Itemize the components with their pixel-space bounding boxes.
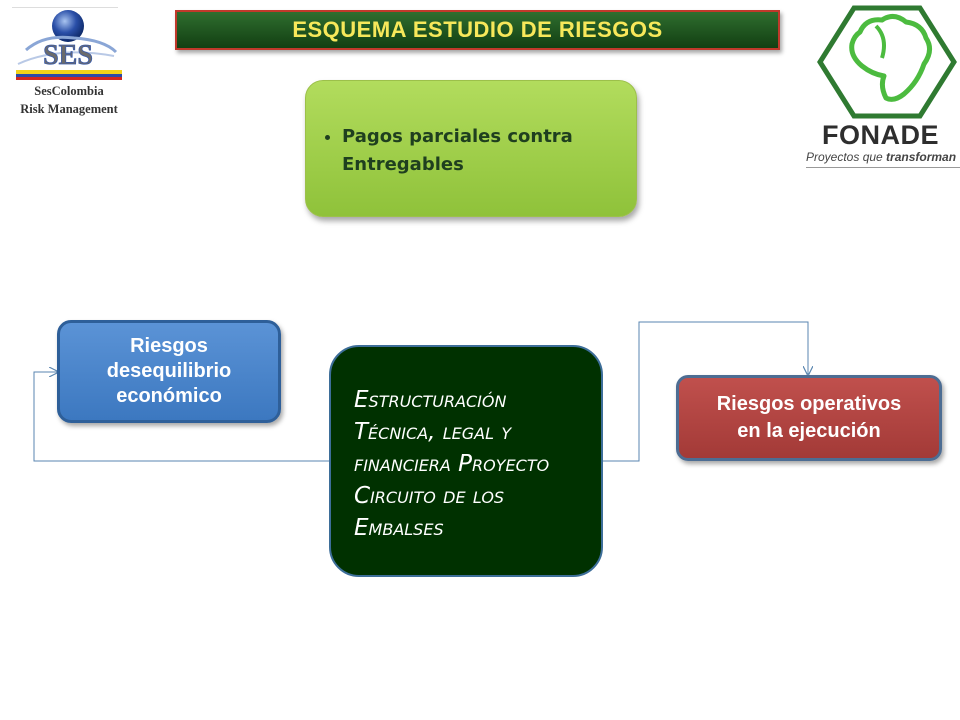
title-banner: ESQUEMA ESTUDIO DE RIESGOS [175,10,780,50]
fonade-logo: FONADE Proyectos que transforman vida [802,2,960,172]
payments-bullet: Pagos parciales contra Entregables [342,123,616,179]
economic-risk-label: Riesgos desequilibrio económico [106,335,232,407]
payments-list: Pagos parciales contra Entregables [306,123,616,179]
ses-caption-line1: SesColombia [34,84,104,98]
ses-caption-line2: Risk Management [20,102,118,116]
structuring-box: Estructuración Técnica, legal y financie… [329,345,603,577]
fonade-tagline-start: Proyectos que [806,150,887,164]
economic-risk-box: Riesgos desequilibrio económico [57,320,281,423]
operational-risk-label: Riesgos operativos en la ejecución [716,393,902,442]
ses-wordmark: SES [43,40,93,71]
fonade-tagline-end: vida [956,150,960,164]
fonade-underline [806,167,960,168]
fonade-tagline-bold: transforman [886,150,957,164]
operational-risk-box: Riesgos operativos en la ejecución [676,375,942,461]
page-title: ESQUEMA ESTUDIO DE RIESGOS [292,17,663,42]
payments-box: Pagos parciales contra Entregables [305,80,637,217]
ses-logo: SES SesColombia Risk Management [4,4,134,124]
structuring-label: Estructuración Técnica, legal y financie… [354,387,550,541]
fonade-hexagon-icon [817,5,957,119]
fonade-wordmark: FONADE [822,120,939,150]
fonade-tagline: Proyectos que transforman vida [806,150,960,164]
ses-globe-icon: SES [12,7,122,80]
